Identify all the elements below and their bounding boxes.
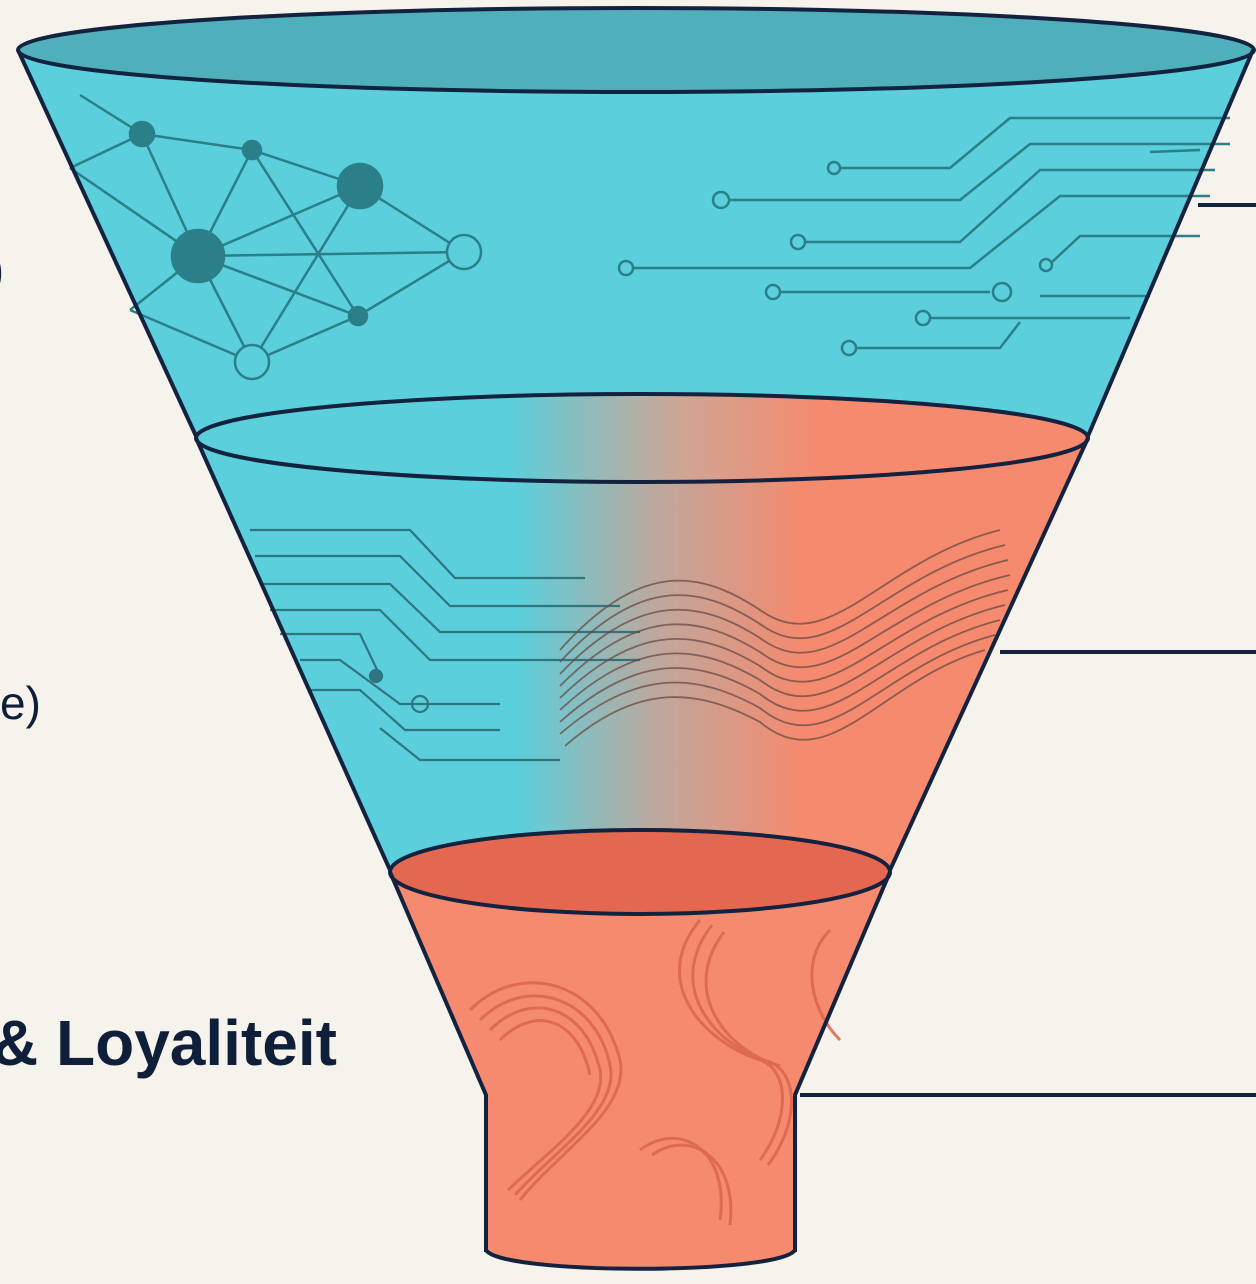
funnel-stage-bottom <box>388 828 892 1271</box>
label-middle-stage: e) <box>0 677 41 729</box>
brush-swirl-texture <box>468 919 842 1226</box>
network-nodes-icon <box>69 93 483 381</box>
wave-lines-icon <box>250 528 640 762</box>
connector-lines <box>800 203 1256 1097</box>
circuit-lines-icon <box>617 116 1230 357</box>
label-bottom-stage: & Loyaliteit <box>0 1007 337 1079</box>
funnel-stage-top <box>16 6 1256 437</box>
wave-lines-icon <box>559 529 1011 747</box>
label-top-stage: ) <box>0 236 5 301</box>
funnel-stage-middle <box>194 392 1090 871</box>
